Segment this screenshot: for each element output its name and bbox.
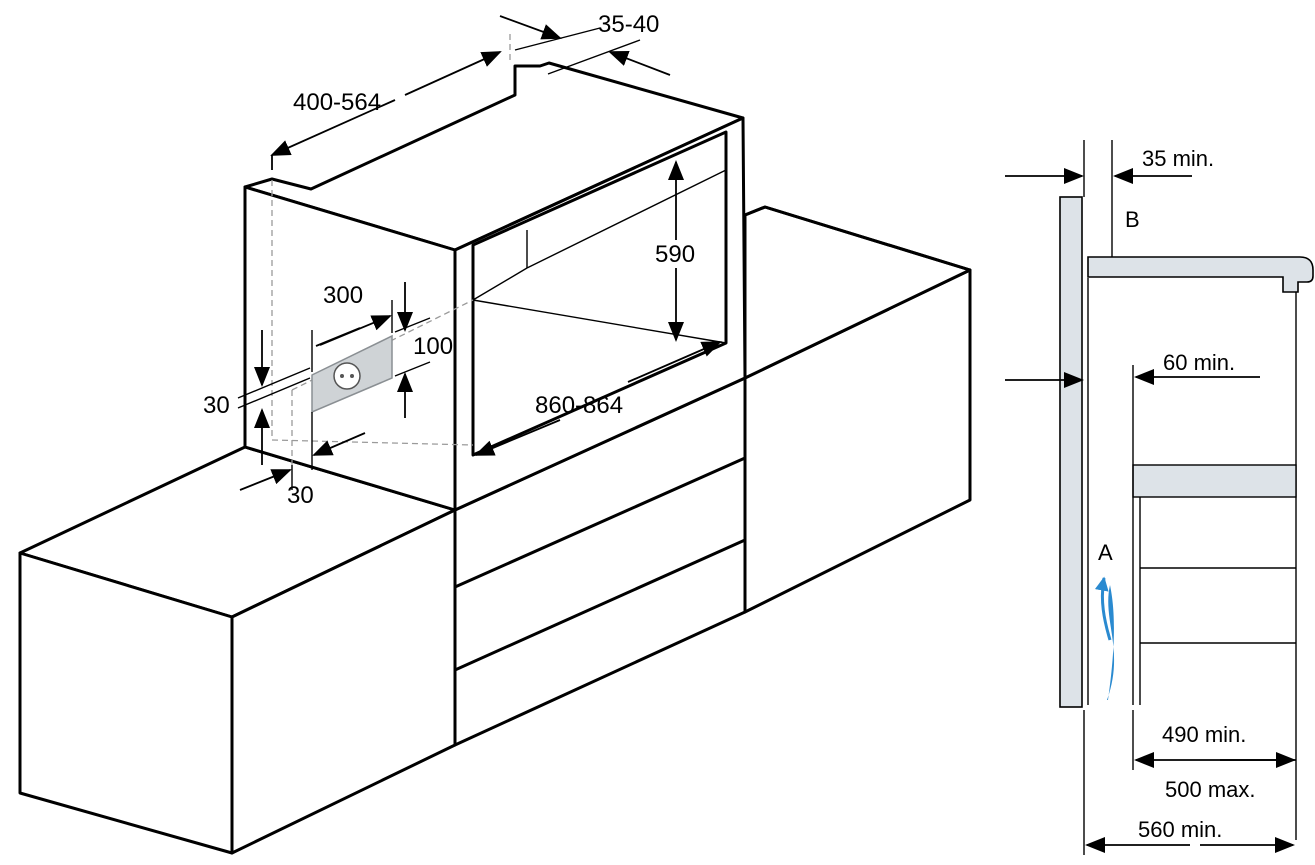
airflow-icon [1107,585,1115,700]
cabinet-isometric: 400-564 35-40 590 860-864 300 100 30 30 [18,11,972,855]
socket-height-label: 100 [413,333,453,360]
vent-gap-label: 60 min. [1163,350,1235,375]
power-socket [311,334,393,414]
label-b: B [1125,207,1140,232]
total-depth-label: 560 min. [1138,817,1222,842]
socket-vertical-offset-label: 30 [203,392,230,419]
back-panel [1059,196,1083,708]
niche-height-label: 590 [655,241,695,268]
side-section-view: 35 min. B 60 min. A 490 min. 500 max. 56… [1005,140,1314,855]
label-a: A [1098,540,1113,565]
socket-width-label: 300 [323,282,363,309]
upper-niche-housing [243,61,747,512]
right-tall-cabinet [743,205,972,614]
worktop [1087,256,1314,293]
top-gap-label: 35 min. [1142,146,1214,171]
socket-horizontal-offset-label: 30 [287,482,314,509]
niche-width-label: 860-864 [535,392,623,419]
gap-range-label: 35-40 [598,11,659,38]
depth-min-label: 490 min. [1162,722,1246,747]
depth-max-label: 500 max. [1165,777,1256,802]
left-low-cabinet [18,445,457,855]
isometric-dimensions [237,15,722,491]
shelf [1132,464,1297,498]
depth-range-label: 400-564 [293,89,381,116]
